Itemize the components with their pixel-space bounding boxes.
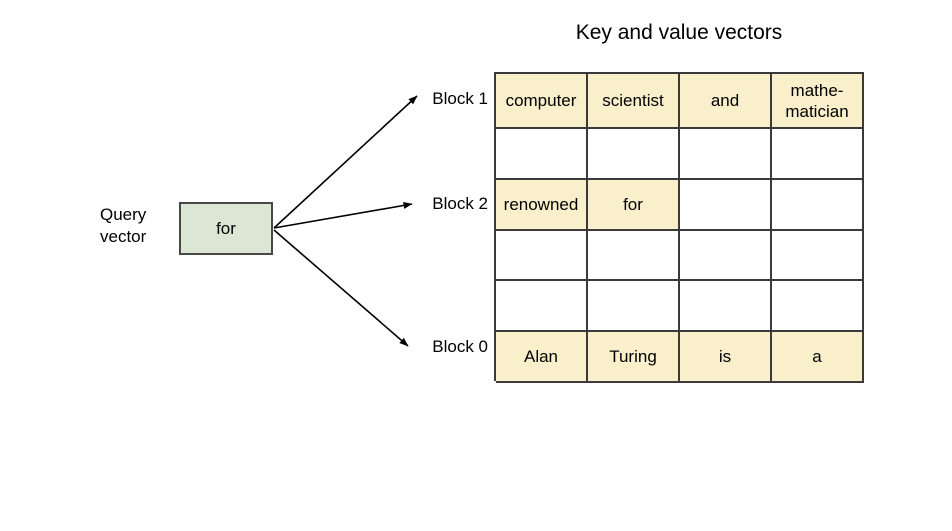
grid-cell — [496, 129, 588, 180]
grid-cell — [496, 230, 588, 282]
grid-cell — [772, 230, 864, 282]
block-label-block-1: Block 1 — [432, 89, 488, 108]
grid-cell — [680, 230, 772, 282]
query-vector-box[interactable]: for — [179, 202, 273, 255]
block-label-block-0: Block 0 — [432, 337, 488, 356]
grid-cell: Turing — [588, 332, 680, 383]
grid-cell: for — [588, 179, 680, 231]
grid-cell — [772, 179, 864, 231]
grid-cell — [680, 129, 772, 180]
grid-cell: is — [680, 332, 772, 383]
grid-cell: computer — [496, 74, 588, 129]
arrow-to-block-0 — [273, 229, 409, 347]
query-vector-token: for — [216, 218, 236, 238]
grid-cell: Alan — [496, 332, 588, 383]
grid-cell — [588, 129, 680, 180]
grid-cell: mathe- matician — [772, 74, 864, 129]
grid-cell — [772, 129, 864, 180]
grid-cell: renowned — [496, 179, 588, 231]
grid-cell — [588, 230, 680, 282]
query-vector-label: Query vector — [100, 205, 147, 246]
grid-cell: and — [680, 74, 772, 129]
grid-cell — [772, 281, 864, 333]
page-title: Key and value vectors — [575, 21, 783, 44]
grid-cell — [496, 281, 588, 333]
grid-cell: scientist — [588, 74, 680, 129]
block-label-block-2: Block 2 — [432, 194, 488, 213]
grid-cell — [680, 179, 772, 231]
grid-cell — [588, 281, 680, 333]
grid-cell: a — [772, 332, 864, 383]
grid-cell — [680, 281, 772, 333]
